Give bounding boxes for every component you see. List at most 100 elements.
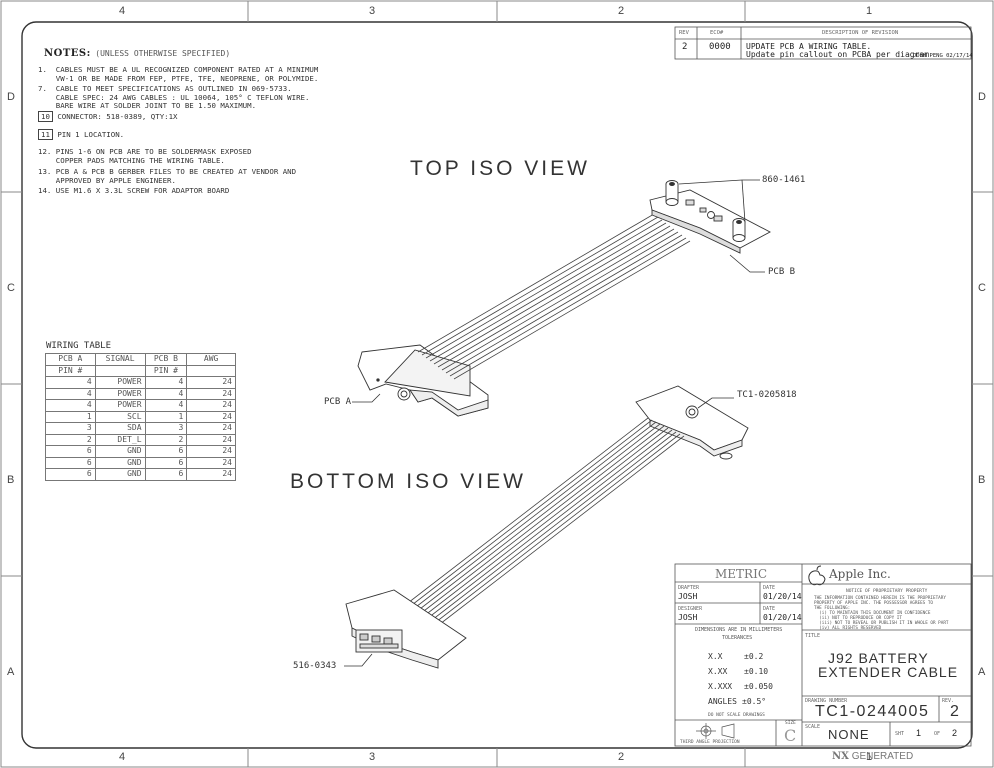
table-cell: 2	[45, 433, 96, 446]
tolerance-value: ±0.5°	[742, 697, 767, 706]
proprietary-line: (iii) NOT TO REVEAL OR PUBLISH IT IN WHO…	[814, 621, 949, 626]
nx-generated: NX GENERATED	[832, 751, 913, 762]
note-7: 7. CABLE TO MEET SPECIFICATIONS AS OUTLI…	[38, 84, 310, 111]
of-label: OF	[934, 731, 941, 737]
top-iso-view-label: TOP ISO VIEW	[410, 157, 590, 180]
table-cell: POWER	[94, 376, 146, 389]
bottom-iso-view-label: BOTTOM ISO VIEW	[290, 470, 526, 493]
table-cell: 24	[186, 468, 236, 481]
note-12: 12. PINS 1-6 ON PCB ARE TO BE SOLDERMASK…	[38, 147, 252, 165]
tolerance-row: X.X±0.2	[708, 652, 798, 667]
note-10: 10 CONNECTOR: 518-0389, QTY:1X	[38, 111, 178, 122]
note-11-num: 11	[38, 129, 53, 140]
drafter-value: JOSH	[678, 592, 698, 601]
tolerance-key: X.X	[708, 652, 723, 661]
table-cell: 4	[45, 399, 96, 412]
tolerance-key: X.XX	[708, 667, 728, 676]
tolerance-key: X.XXX	[708, 682, 733, 691]
zone-right-A: A	[978, 666, 986, 678]
table-subheader-row: PIN #PIN #	[45, 364, 236, 377]
drawing-number: TC1-0244005	[815, 703, 930, 720]
table-cell: 4	[45, 387, 96, 400]
zone-left-A: A	[7, 666, 15, 678]
zone-bottom-1: 1	[866, 751, 873, 763]
zone-right-D: D	[978, 91, 986, 103]
column-header: AWG	[186, 353, 236, 366]
note-1: 1. CABLES MUST BE A UL RECOGNIZED COMPON…	[38, 65, 319, 83]
proprietary-line: PROPERTY OF APPLE INC. THE POSSESSOR AGR…	[814, 601, 933, 606]
zone-top-4: 4	[119, 5, 126, 17]
revision-block-lines	[674, 26, 972, 60]
design-date: 01/20/14	[763, 613, 802, 622]
zone-top-2: 2	[618, 5, 625, 17]
of-value: 2	[952, 728, 958, 738]
zone-top-3: 3	[369, 5, 376, 17]
metric-label: METRIC	[715, 567, 768, 581]
callout-pcb-b: PCB B	[768, 267, 796, 277]
top-iso-cable	[357, 180, 771, 417]
tolerance-row: X.XXX±0.050	[708, 682, 798, 697]
column-subheader	[94, 364, 146, 377]
rev-value: 2	[682, 42, 688, 52]
table-cell: 3	[144, 422, 188, 435]
zone-bottom-3: 3	[369, 751, 376, 763]
drafter-label: DRAFTER	[678, 585, 700, 591]
table-cell: DET_L	[94, 433, 146, 446]
scale-label: SCALE	[805, 724, 821, 730]
proprietary-line: (ii) NOT TO REPRODUCE OR COPY IT	[814, 616, 902, 621]
proprietary-notice: THE INFORMATION CONTAINED HEREIN IS THE …	[814, 596, 949, 631]
table-cell: POWER	[94, 399, 146, 412]
zone-bottom-4: 4	[119, 751, 126, 763]
tolerance-key: ANGLES	[708, 697, 737, 706]
table-cell: 24	[186, 410, 236, 423]
note-14: 14. USE M1.6 X 3.3L SCREW FOR ADAPTOR BO…	[38, 186, 230, 195]
table-cell: 1	[144, 410, 188, 423]
proprietary-line: THE FOLLOWING:	[814, 606, 851, 611]
designer-label: DESIGNER	[678, 606, 703, 612]
note-11: 11 PIN 1 LOCATION.	[38, 129, 125, 140]
tolerances-label: TOLERANCES	[722, 635, 753, 641]
notes-subtitle: (UNLESS OTHERWISE SPECIFIED)	[95, 49, 231, 58]
size-value: C	[784, 726, 797, 745]
column-header: PCB B	[144, 353, 188, 366]
table-cell: 4	[144, 399, 188, 412]
dims-note: DIMENSIONS ARE IN MILLIMETERS	[695, 627, 783, 633]
table-cell: 4	[45, 376, 96, 389]
desc-header: DESCRIPTION OF REVISION	[822, 30, 899, 36]
zone-left-D: D	[7, 91, 15, 103]
rev-header: REV	[679, 30, 689, 36]
table-cell: 24	[186, 387, 236, 400]
designer-value: JOSH	[678, 613, 698, 622]
notes-heading: NOTES: (UNLESS OTHERWISE SPECIFIED)	[44, 43, 230, 61]
table-cell: 24	[186, 399, 236, 412]
table-cell: 24	[186, 445, 236, 458]
design-date-label: DATE	[763, 606, 776, 612]
scale-value: NONE	[828, 727, 870, 742]
table-cell: POWER	[94, 387, 146, 400]
table-cell: GND	[94, 445, 146, 458]
do-not-scale: DO NOT SCALE DRAWINGS	[708, 713, 765, 718]
table-cell: 3	[45, 422, 96, 435]
column-subheader	[186, 364, 236, 377]
table-cell: 6	[45, 468, 96, 481]
title-block-lines	[674, 563, 972, 747]
apple-logo	[808, 565, 826, 586]
note-10-text: CONNECTOR: 518-0389, QTY:1X	[57, 112, 178, 121]
zone-left-C: C	[7, 282, 15, 294]
eco-value: 0000	[709, 42, 731, 52]
column-subheader: PIN #	[45, 364, 96, 377]
rev-desc-1: UPDATE PCB A WIRING TABLE.	[746, 42, 872, 51]
rev-label: REV.	[942, 698, 955, 704]
title-line-2: EXTENDER CABLE	[818, 664, 959, 680]
table-cell: 4	[144, 376, 188, 389]
note-11-text: PIN 1 LOCATION.	[57, 130, 125, 139]
